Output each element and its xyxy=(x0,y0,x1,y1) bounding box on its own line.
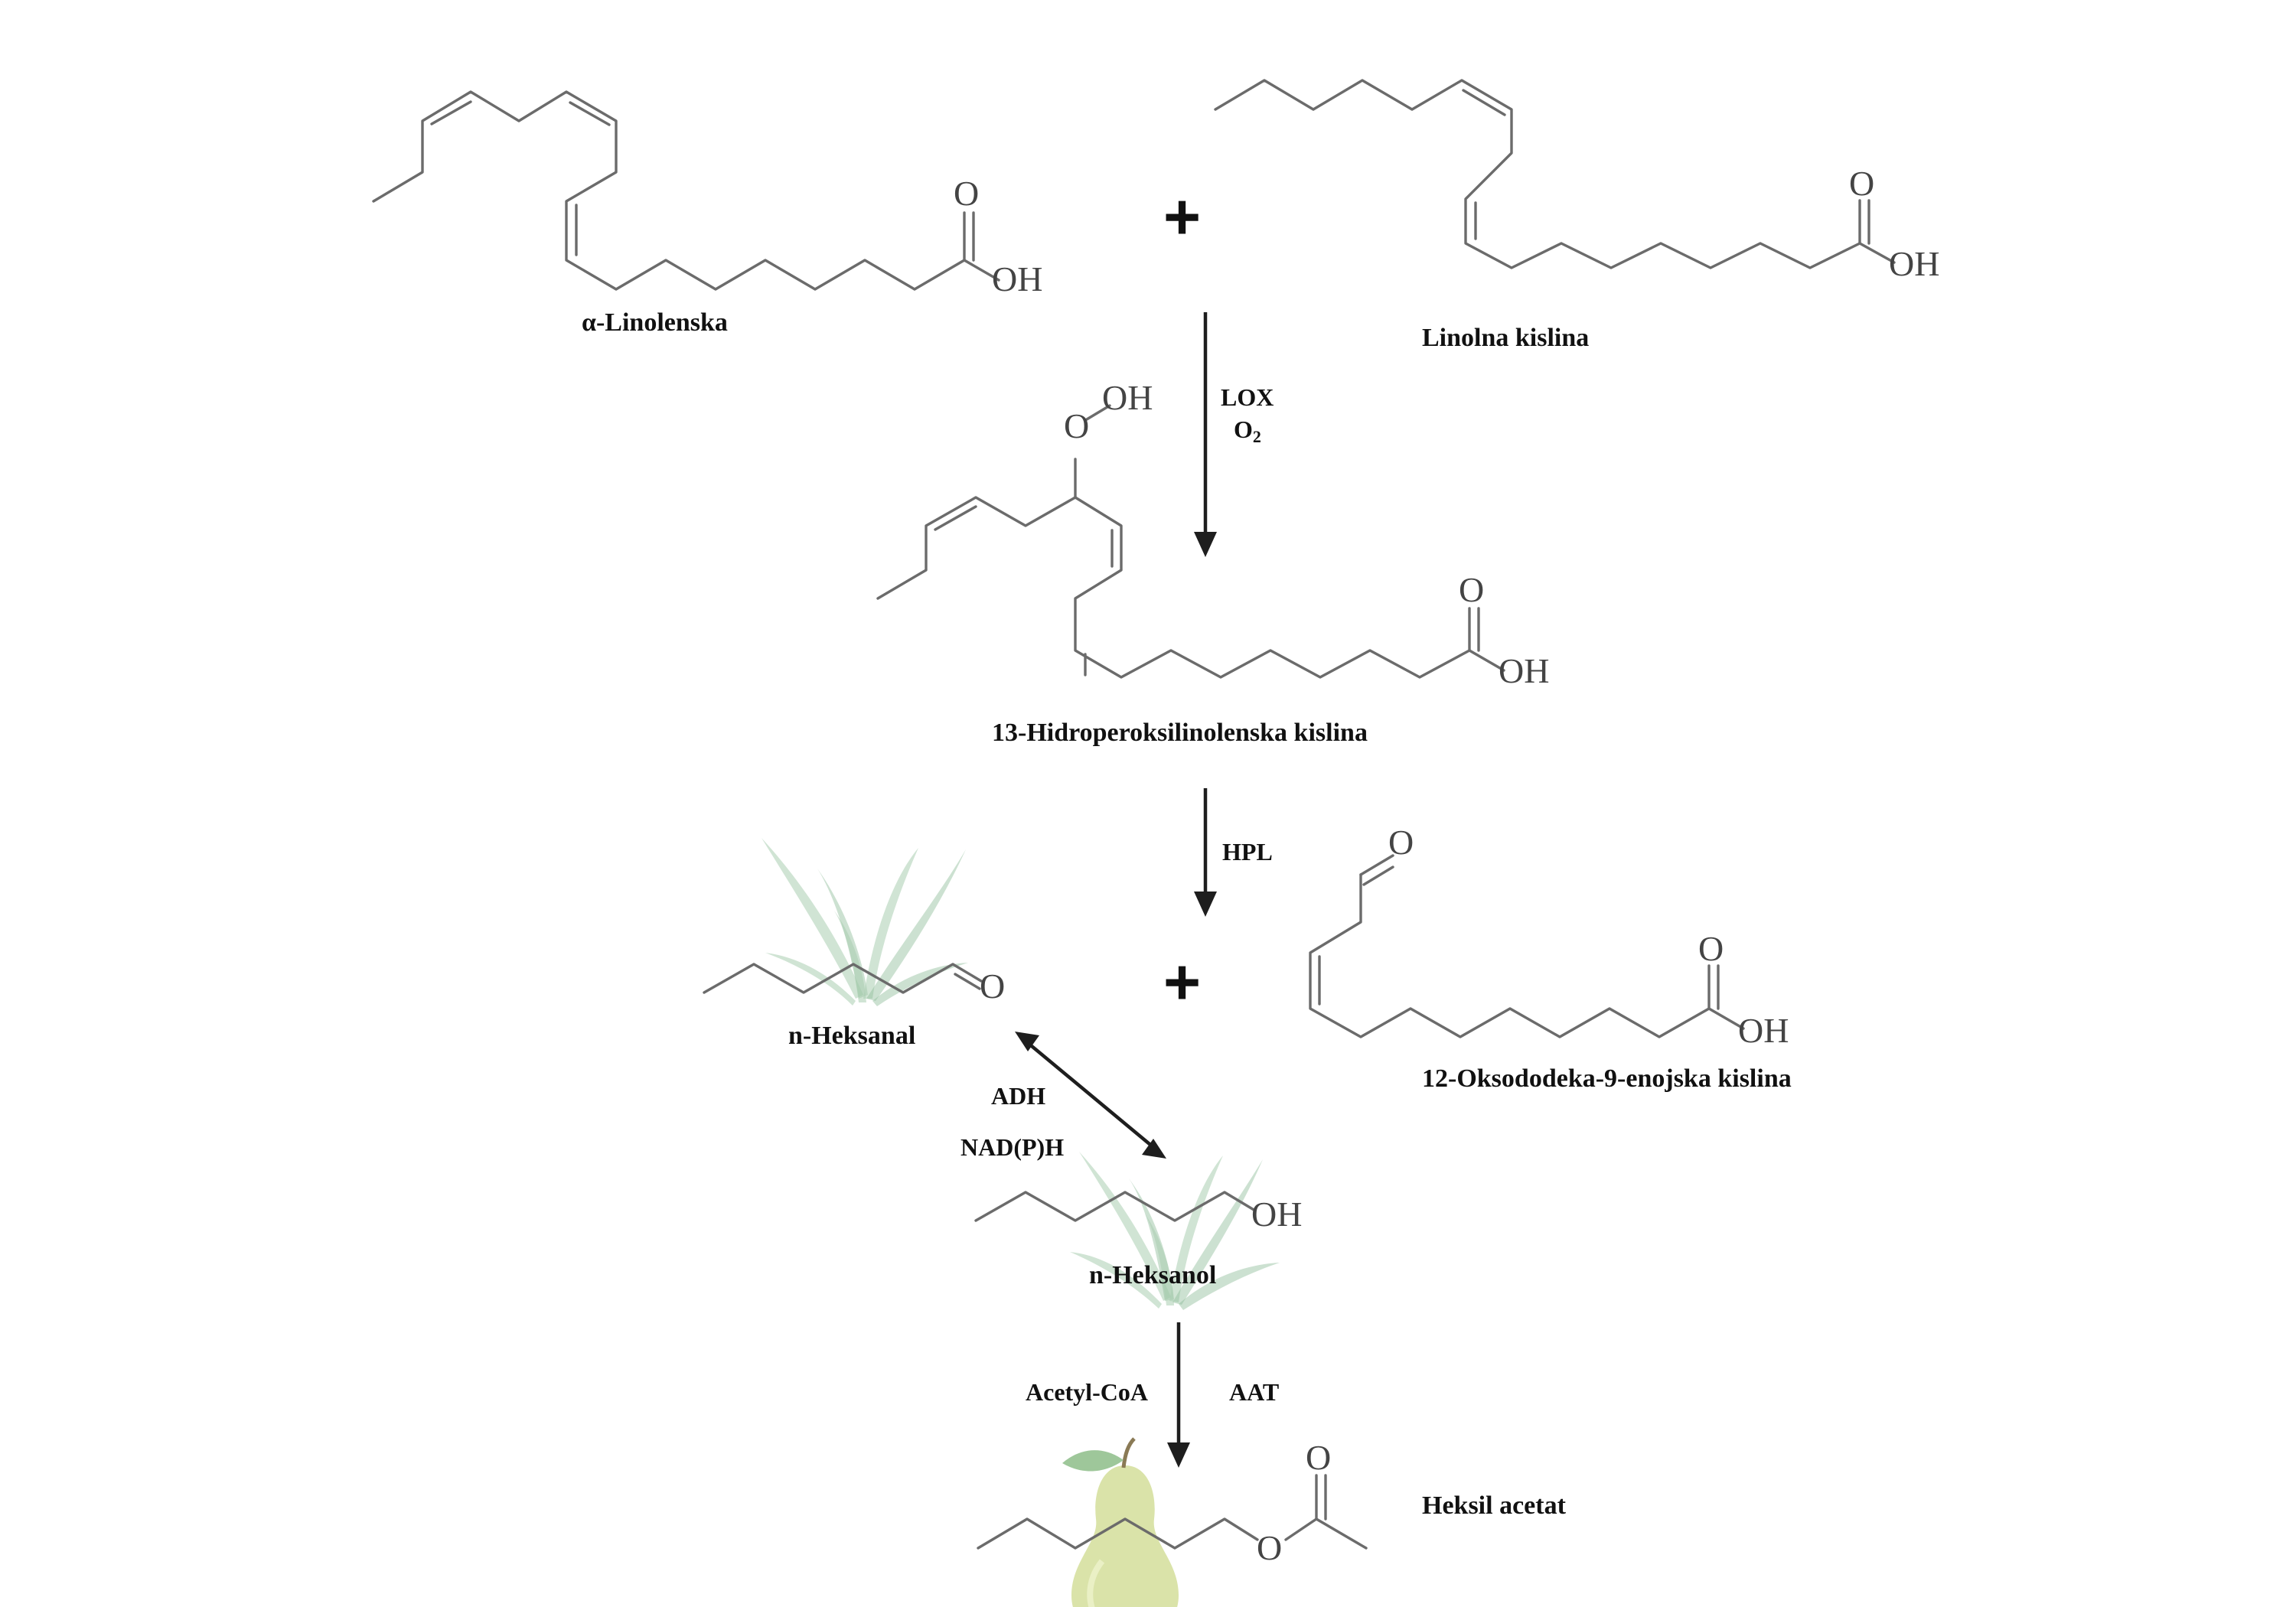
oxo-acid-label: 12-Oksododeka-9-enojska kislina xyxy=(1422,1064,1792,1093)
hydroperoxide-structure: O OH O OH xyxy=(876,378,1549,690)
oxygen-label: O xyxy=(954,174,979,213)
hydroxyl-label: OH xyxy=(1738,1011,1789,1050)
oxygen-cofactor-label: O2 xyxy=(1234,416,1261,446)
oxygen-label: O xyxy=(1698,929,1724,968)
ester-oxygen-label: O xyxy=(1257,1528,1282,1567)
oxygen-label: O xyxy=(1849,164,1874,203)
acetyl-coa-label: Acetyl-CoA xyxy=(1026,1378,1148,1406)
hexanal-structure: O xyxy=(703,963,1005,1006)
adh-reversible-arrow xyxy=(1015,1032,1166,1159)
hexanol-structure: OH xyxy=(974,1191,1302,1234)
hpl-enzyme-label: HPL xyxy=(1222,838,1273,865)
hexanal-label: n-Heksanal xyxy=(788,1022,915,1050)
oxygen-label: O xyxy=(1388,823,1414,862)
lox-enzyme-label: LOX xyxy=(1221,383,1274,411)
hexyl-acetate-label: Heksil acetat xyxy=(1422,1491,1567,1520)
grass-icon xyxy=(762,838,968,1006)
hydroxyl-label: OH xyxy=(1499,651,1549,690)
linoleic-acid-structure: O OH xyxy=(1214,79,1939,283)
lox-reaction-arrow xyxy=(1194,312,1217,557)
hydroperoxide-label: 13-Hidroperoksilinolenska kislina xyxy=(992,719,1368,747)
hydroxyl-label: OH xyxy=(992,259,1042,298)
carbonyl-oxygen-label: O xyxy=(1306,1438,1331,1477)
pear-icon xyxy=(1062,1437,1179,1607)
oxo-acid-structure: O O OH xyxy=(1309,823,1789,1050)
plus-sign: + xyxy=(1163,181,1201,253)
oxygen-label: O xyxy=(1459,570,1484,609)
hydroxyl-label: OH xyxy=(1251,1195,1302,1234)
linoleic-acid-label: Linolna kislina xyxy=(1422,324,1589,352)
aat-enzyme-label: AAT xyxy=(1229,1378,1279,1406)
grass-icon xyxy=(1070,1152,1280,1310)
plus-sign: + xyxy=(1163,946,1201,1018)
hexanol-label: n-Heksanol xyxy=(1089,1261,1216,1289)
hexyl-acetate-structure: O O xyxy=(977,1438,1368,1567)
aat-reaction-arrow xyxy=(1167,1322,1190,1468)
alpha-linolenic-acid-structure: O OH xyxy=(372,90,1042,298)
hydroxyl-label: OH xyxy=(1889,244,1939,283)
oxygen-label: O xyxy=(980,966,1005,1006)
hpl-reaction-arrow xyxy=(1194,788,1217,917)
peroxide-oxygen-label: O xyxy=(1064,406,1089,445)
adh-enzyme-label: ADH xyxy=(991,1082,1045,1110)
peroxide-hydroxyl-label: OH xyxy=(1102,378,1153,417)
alpha-linolenic-label: α-Linolenska xyxy=(582,308,728,337)
nadph-cofactor-label: NAD(P)H xyxy=(960,1133,1064,1161)
